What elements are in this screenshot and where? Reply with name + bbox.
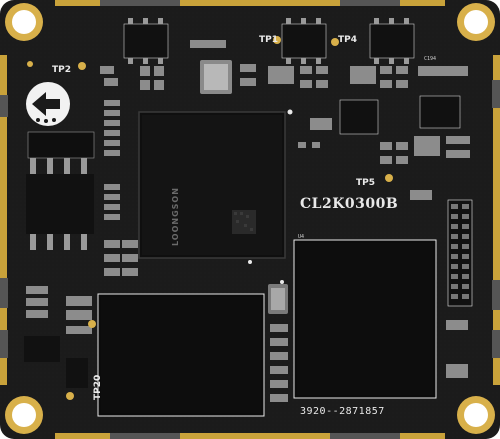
c194-label: C194 <box>424 56 436 62</box>
mounting-hole-br <box>457 396 495 434</box>
tp1-label: TP1 <box>259 35 278 45</box>
soc-chip: LOONGSON <box>138 111 286 259</box>
pin-header <box>447 199 473 307</box>
board-id-label: CL2K0300B <box>300 196 398 212</box>
mounting-hole-bl <box>5 396 43 434</box>
small-crystal <box>268 284 288 314</box>
tp4-label: TP4 <box>338 35 357 45</box>
tp20-label: TP20 <box>93 375 103 400</box>
memory-chip-right: U4 <box>293 234 437 399</box>
top-ic-row <box>123 23 461 135</box>
u4-label: U4 <box>298 234 304 240</box>
ic-leads <box>128 18 409 64</box>
passive-components <box>24 40 470 402</box>
test-points <box>27 36 393 400</box>
serial-number-label: 3920--2871857 <box>300 406 385 417</box>
tp2-label: TP2 <box>52 65 71 75</box>
soc-brand-label: LOONGSON <box>171 187 180 246</box>
tp5-label: TP5 <box>356 178 375 188</box>
memory-chip-left <box>97 293 265 417</box>
soic-chip <box>26 131 95 250</box>
mounting-hole-tr <box>457 3 495 41</box>
soc-marking: LOONGSON <box>171 187 180 246</box>
left-arrow-icon <box>26 82 70 126</box>
crystal-oscillator <box>200 60 232 94</box>
mounting-hole-tl <box>5 3 43 41</box>
